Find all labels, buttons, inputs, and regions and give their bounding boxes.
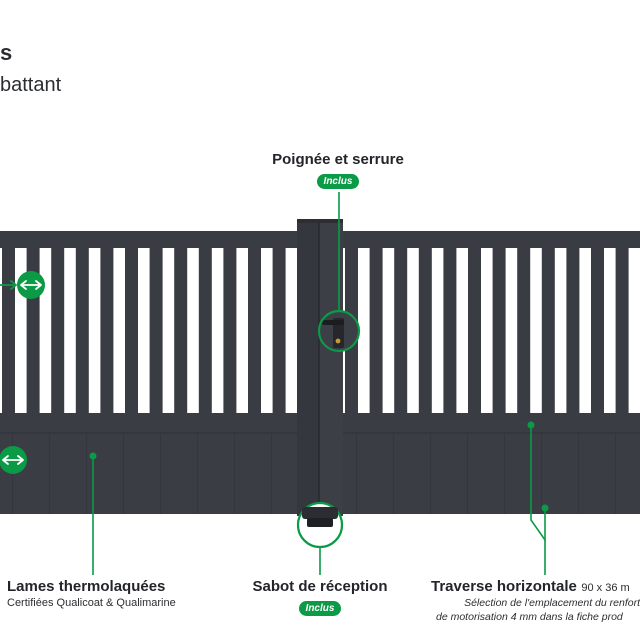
panel-groove <box>160 434 161 514</box>
slats-callout: Lames thermolaquées Certifiées Qualicoat… <box>7 578 176 609</box>
slat <box>51 246 65 415</box>
slat <box>566 246 580 415</box>
slat <box>125 246 138 415</box>
shoe-included-badge: Inclus <box>298 601 342 616</box>
slat <box>174 246 188 415</box>
mid-rail-right <box>342 413 640 422</box>
handle-callout-title: Poignée et serrure <box>272 151 404 168</box>
slat <box>615 246 629 415</box>
panel-groove <box>504 434 505 514</box>
center-post-cap <box>297 219 343 223</box>
panel-grooves <box>12 434 616 514</box>
slat <box>198 246 212 415</box>
double-arrow-icon <box>0 446 27 474</box>
page-title-fragment: s <box>0 40 13 65</box>
rail-callout: Traverse horizontale 90 x 36 m <box>431 578 640 596</box>
panel-groove <box>541 434 542 514</box>
vertical-slats <box>2 246 629 415</box>
shoe-callout-title: Sabot de réception <box>252 578 388 595</box>
panel-groove <box>86 434 87 514</box>
slat <box>492 246 506 415</box>
handle-included-badge: Inclus <box>316 174 360 189</box>
panel-groove <box>467 434 468 514</box>
rail-callout-title: Traverse horizontale <box>431 578 577 595</box>
panel-groove <box>12 434 13 514</box>
mid-rail-left <box>0 413 298 422</box>
panel-groove <box>393 434 394 514</box>
slat <box>149 246 163 415</box>
panel-groove <box>49 434 50 514</box>
rail-callout-note-1: Sélection de l'emplacement du renfort <box>464 597 640 609</box>
panel-groove <box>430 434 431 514</box>
lower-panel-left <box>0 422 298 514</box>
panel-groove <box>197 434 198 514</box>
panel-groove <box>356 434 357 514</box>
slat <box>517 246 531 415</box>
shoe-magnifier-icon <box>296 501 344 549</box>
slat <box>223 246 237 415</box>
slat <box>468 246 481 415</box>
panel-groove <box>271 434 272 514</box>
slat <box>541 246 555 415</box>
slat <box>394 246 408 415</box>
rail-callout-dims: 90 x 36 m <box>581 582 630 594</box>
lower-panel-right <box>342 422 640 514</box>
slat <box>248 246 261 415</box>
panel-groove <box>123 434 124 514</box>
shoe-callout: Sabot de réception Inclus <box>240 578 400 616</box>
slat <box>443 246 457 415</box>
panel-groove <box>234 434 235 514</box>
slat <box>100 246 114 415</box>
page-subtitle: battant <box>0 74 62 96</box>
top-rail-left <box>0 231 298 248</box>
rail-callout-note-2: de motorisation 4 mm dans la fiche prod <box>436 611 623 623</box>
double-arrow-icon <box>17 271 45 299</box>
slats-callout-title: Lames thermolaquées <box>7 578 166 595</box>
rail-leader-line <box>530 425 546 543</box>
slat <box>591 246 604 415</box>
top-rail-right <box>342 231 640 248</box>
handle-magnifier-icon <box>317 309 361 353</box>
handle-callout: Poignée et serrure Inclus <box>252 151 424 189</box>
slats-callout-subtitle: Certifiées Qualicoat & Qualimarine <box>7 597 176 609</box>
panel-groove <box>578 434 579 514</box>
slat <box>272 246 286 415</box>
slat <box>418 246 432 415</box>
slat <box>2 246 15 415</box>
slat <box>369 246 383 415</box>
center-post-left <box>297 220 320 516</box>
panel-groove <box>615 434 616 514</box>
slat-arrow-line <box>0 280 17 290</box>
slat <box>75 246 89 415</box>
